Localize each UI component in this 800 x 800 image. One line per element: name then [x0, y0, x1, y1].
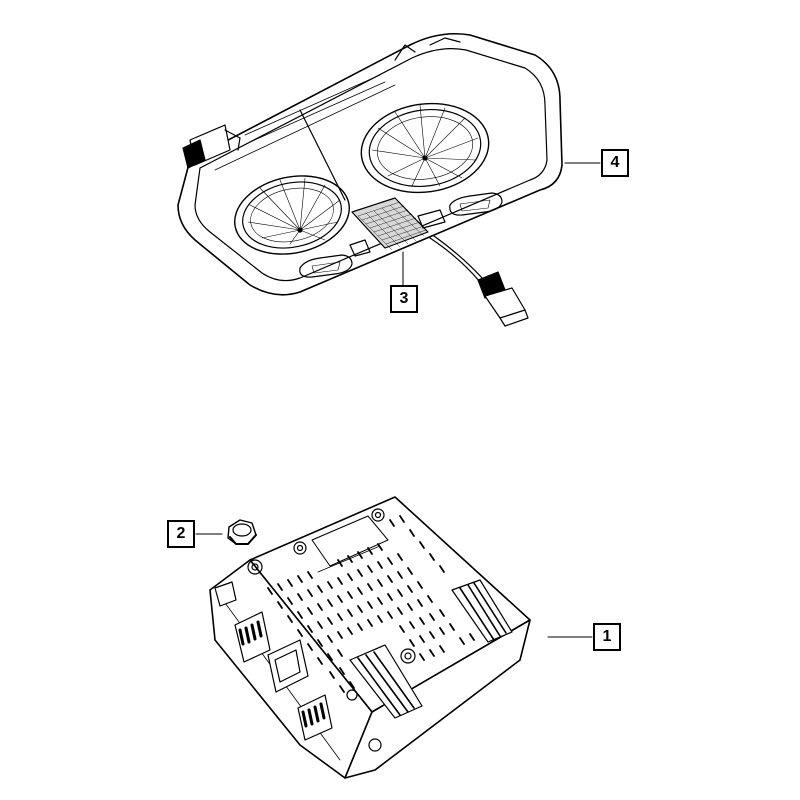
callout-1: 1 [593, 623, 621, 651]
console-outer-shell [177, 32, 563, 296]
module-mounting-holes [247, 508, 416, 752]
callout-4: 4 [601, 149, 629, 177]
console-center-seam [299, 109, 346, 201]
console-inner-rim [194, 48, 548, 282]
callout-2: 2 [167, 520, 195, 548]
left-speaker-grille [234, 175, 350, 255]
right-speaker-grille [360, 102, 490, 194]
module-vent-slots [267, 515, 475, 693]
leader-lines [195, 162, 601, 638]
callout-3: 3 [390, 285, 418, 313]
overhead-console [177, 32, 563, 327]
console-lamp-buttons [299, 192, 503, 278]
console-left-clip [182, 74, 386, 169]
hex-nut [227, 519, 257, 545]
module-connectors [214, 581, 333, 741]
module-heatsink-rails [349, 579, 513, 719]
console-center-panel [349, 197, 446, 257]
electronic-module [209, 496, 531, 779]
console-wire-harness [429, 235, 529, 327]
